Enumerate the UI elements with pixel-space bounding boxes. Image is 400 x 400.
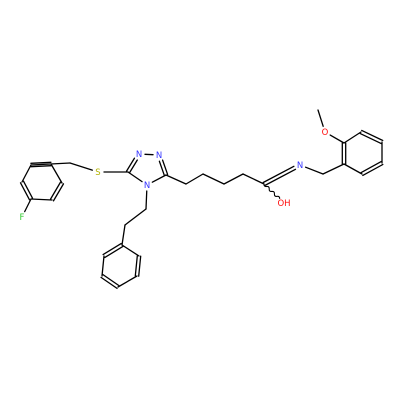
bond-P2-P3 xyxy=(101,255,105,277)
bond-FC3-CH2a xyxy=(30,162,71,166)
bond-M5-M6-a xyxy=(360,160,382,174)
bond-K4-Cam xyxy=(242,173,265,185)
bond-C5-N1-b xyxy=(125,157,136,172)
bond-Bz-M1 xyxy=(322,163,345,175)
bond-CH2a-S xyxy=(69,162,93,171)
bond-FC2-FC3 xyxy=(21,164,32,183)
atom-label-n4: N xyxy=(144,181,150,191)
bond-FC3-FC4-b xyxy=(30,161,52,164)
atom-label-layer: F S N N N N OH O xyxy=(20,128,329,223)
bond-FC4-FC5 xyxy=(50,163,63,184)
bond-O-Me xyxy=(317,109,324,127)
bond-N2-C3-b xyxy=(161,159,169,176)
bond-K3-K4 xyxy=(223,173,244,185)
bond-P6-P1 xyxy=(121,244,140,257)
bond-Namide-Bz xyxy=(304,166,324,175)
bond-M5-M6-b xyxy=(362,163,384,177)
bond-Cam-Namide-b xyxy=(262,165,295,184)
bond-C3-K1 xyxy=(165,174,187,185)
bond-P1-P2-a xyxy=(102,242,122,256)
bond-M3-M4-b xyxy=(361,129,384,142)
bond-P3-P4-b xyxy=(102,273,120,287)
bond-FC1-F xyxy=(24,198,32,213)
bond-M3-M4-a xyxy=(359,132,382,145)
bond-FC3-FC4-a xyxy=(30,165,52,168)
atom-label-namide: N xyxy=(297,161,303,171)
bond-Ea-Eb xyxy=(124,208,147,226)
atom-label-o: O xyxy=(322,128,329,138)
bond-M2-M3 xyxy=(343,131,362,144)
bond-M2-O xyxy=(329,134,345,144)
bond-M6-M1 xyxy=(343,163,363,175)
bond-N4-C5 xyxy=(127,171,143,183)
bond-P3-P4-a xyxy=(100,276,118,290)
atom-label-n2: N xyxy=(156,151,162,161)
bond-FC5-FC6-b xyxy=(52,183,65,202)
bond-FC6-FC1 xyxy=(30,198,53,201)
bond-C5-N1-a xyxy=(128,159,138,174)
bond-Eb-P1 xyxy=(121,224,126,246)
bond-Cam-Namide-a xyxy=(264,168,297,187)
bond-P4-P5 xyxy=(117,275,138,288)
bond-FC5-FC6-a xyxy=(49,181,62,200)
atom-label-oh: OH xyxy=(277,199,290,209)
atom-label-n1: N xyxy=(136,150,142,160)
bond-N4-Ea xyxy=(145,190,148,210)
bond-P1-P2-b xyxy=(104,245,124,259)
bond-FC1-FC2-b xyxy=(19,182,31,201)
bond-N2-C3-a xyxy=(158,160,166,177)
bond-K2-K3 xyxy=(202,173,225,185)
bond-FC1-FC2-a xyxy=(22,180,34,199)
bond-K1-K2 xyxy=(185,173,204,185)
bond-P5-P6-a xyxy=(138,255,142,277)
bond-layer xyxy=(19,109,384,290)
atom-label-f: F xyxy=(20,213,25,223)
bond-C3-N4 xyxy=(151,174,167,183)
bond-Cam-OH-wavy xyxy=(263,183,281,199)
atom-label-s: S xyxy=(95,168,100,178)
bond-P5-P6-b xyxy=(134,255,138,277)
